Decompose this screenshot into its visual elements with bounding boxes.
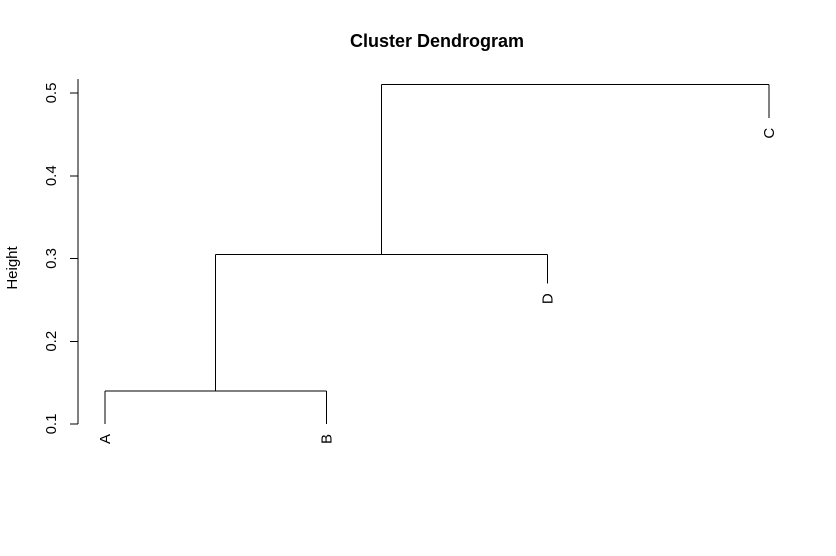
y-axis: 0.1 0.2 0.3 0.4 0.5 (43, 79, 79, 435)
leaf-label-c: C (761, 128, 778, 139)
leaf-label-b: B (318, 434, 335, 444)
chart-title: Cluster Dendrogram (350, 31, 524, 51)
leaf-label-a: A (97, 434, 114, 444)
dendrogram-branches (104, 84, 770, 424)
y-tick-label: 0.2 (43, 331, 60, 352)
y-tick-label: 0.4 (43, 165, 60, 186)
y-axis-label: Height (4, 245, 21, 289)
y-tick-label: 0.1 (43, 414, 60, 435)
leaf-labels: A B D C (97, 128, 778, 444)
y-tick-label: 0.5 (43, 83, 60, 104)
y-tick-label: 0.3 (43, 248, 60, 269)
leaf-label-d: D (540, 293, 557, 304)
